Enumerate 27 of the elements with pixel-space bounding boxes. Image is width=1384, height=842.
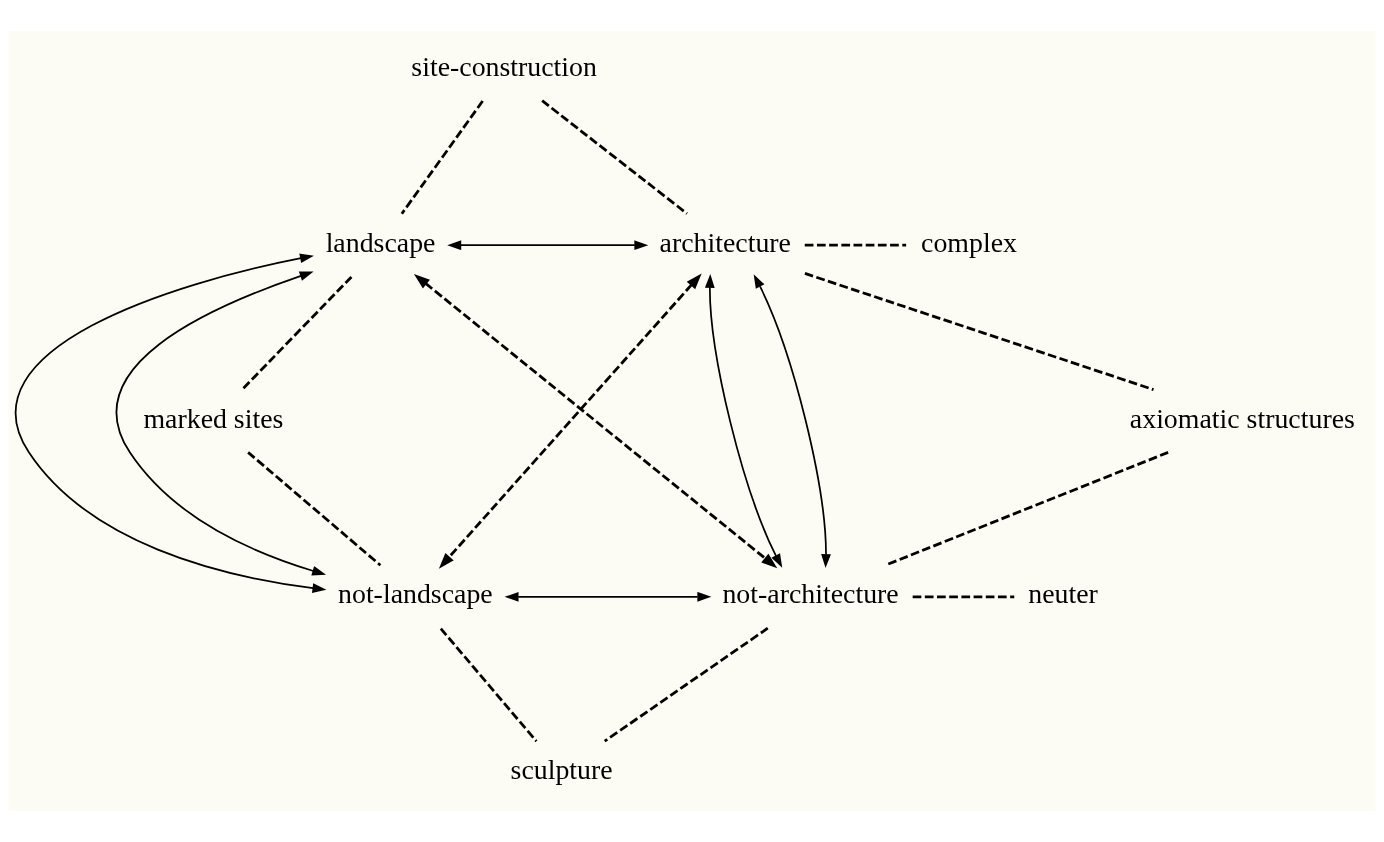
connector	[439, 627, 538, 743]
node-text: neuter	[1028, 578, 1098, 610]
node-text: site-construction	[411, 50, 597, 82]
connector	[912, 595, 1015, 599]
connector	[541, 99, 688, 215]
arrow	[413, 273, 778, 569]
node-text: not-landscape	[338, 578, 493, 610]
connector	[247, 451, 382, 567]
node-text: axiomatic structures	[1129, 402, 1355, 434]
arrow	[447, 240, 649, 251]
connector	[603, 627, 769, 743]
connector	[400, 100, 484, 215]
arrow	[753, 274, 831, 569]
arrow	[504, 591, 712, 602]
node-text: not-architecture	[722, 578, 899, 610]
node-text: landscape	[325, 226, 436, 258]
arrow	[438, 273, 702, 569]
connector	[241, 275, 353, 391]
node-text: sculpture	[510, 754, 613, 786]
arrow	[115, 271, 327, 576]
connector	[804, 272, 1154, 391]
node-text: architecture	[659, 226, 791, 258]
node-text: complex	[921, 226, 1017, 258]
arrow	[704, 273, 783, 568]
arrow	[15, 253, 327, 593]
connector	[804, 243, 907, 247]
node-text: marked sites	[143, 402, 284, 434]
